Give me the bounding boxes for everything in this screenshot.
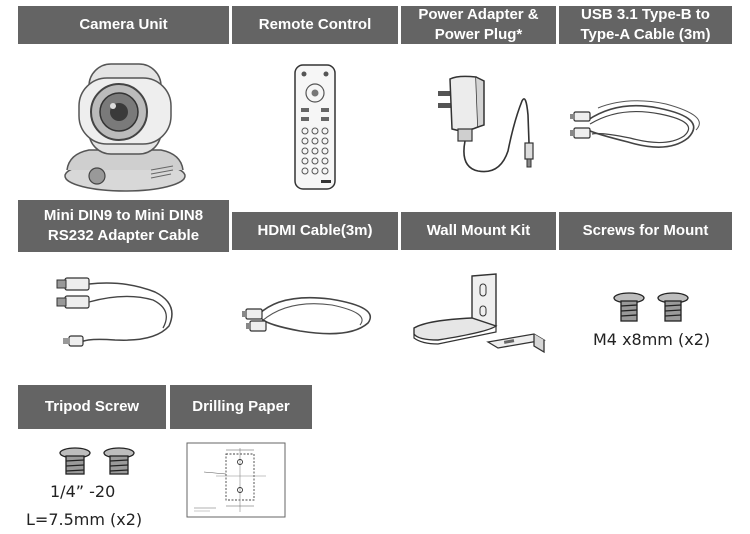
drilling-paper-icon: [186, 442, 286, 518]
screws-mount-caption: M4 x8mm (x2): [593, 330, 711, 349]
wall-mount-icon: [413, 273, 546, 354]
wall-mount-image: [408, 270, 553, 360]
header-usb-cable: USB 3.1 Type-B to Type-A Cable (3m): [559, 6, 732, 44]
screw-icon: [59, 447, 135, 475]
remote-control-image: [285, 62, 345, 192]
hdmi-cable-image: [240, 285, 390, 345]
remote-icon: [294, 64, 336, 190]
header-wall-mount: Wall Mount Kit: [401, 212, 556, 250]
rs232-cable-icon: [56, 277, 173, 347]
hdmi-cable-icon: [242, 296, 371, 335]
power-adapter-image: [420, 70, 540, 180]
header-hdmi-cable: HDMI Cable(3m): [232, 212, 398, 250]
header-camera-unit: Camera Unit: [18, 6, 229, 44]
header-tripod-screw: Tripod Screw: [18, 385, 166, 429]
usb-cable-image: [568, 90, 718, 160]
header-screws-mount: Screws for Mount: [559, 212, 732, 250]
tripod-caption-length: L=7.5mm (x2): [26, 510, 143, 529]
rs232-cable-image: [55, 270, 185, 360]
power-adapter-icon: [438, 75, 534, 173]
drilling-paper-image: [186, 442, 286, 518]
header-rs232-cable: Mini DIN9 to Mini DIN8 RS232 Adapter Cab…: [18, 200, 229, 252]
screw-icon: [613, 292, 689, 322]
screws-mount-image: [606, 290, 696, 326]
camera-icon: [64, 63, 186, 192]
camera-unit-image: [50, 56, 200, 196]
usb-cable-icon: [570, 100, 700, 148]
tripod-screw-image: [52, 445, 142, 479]
header-remote-control: Remote Control: [232, 6, 398, 44]
header-drilling-paper: Drilling Paper: [170, 385, 312, 429]
tripod-caption-thread: 1/4” -20: [50, 482, 116, 501]
header-power-adapter: Power Adapter & Power Plug*: [401, 6, 556, 44]
